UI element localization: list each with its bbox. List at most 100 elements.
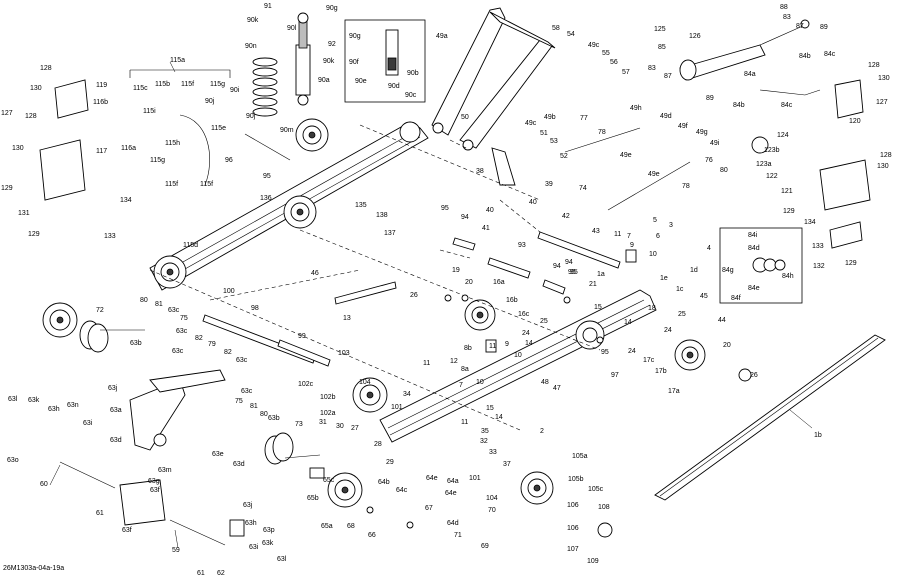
callout: 128	[25, 113, 37, 120]
callout: 49g	[696, 129, 708, 136]
callout: 90g	[349, 33, 361, 40]
small-hardware	[229, 136, 769, 538]
callout: 90c	[405, 92, 417, 99]
callout: 96	[225, 157, 233, 164]
callout: 63c	[241, 388, 253, 395]
callout: 105a	[572, 453, 588, 460]
callout: 63k	[28, 397, 40, 404]
rear-shock-absorber	[679, 19, 810, 81]
callout: 132	[813, 263, 825, 270]
rear-arm	[129, 369, 226, 451]
callout: 41	[482, 225, 490, 232]
callout: 101	[391, 404, 403, 411]
callout: 90f	[349, 59, 359, 66]
callout: 63f	[122, 527, 132, 534]
callout: 60	[40, 481, 48, 488]
callout: 83	[648, 65, 656, 72]
callout: 108	[598, 504, 610, 511]
callout: 20	[465, 279, 473, 286]
callout: 49c	[525, 120, 537, 127]
callout: 7	[627, 233, 631, 240]
callout: 63k	[262, 540, 274, 547]
callout: 67	[425, 505, 433, 512]
callout: 88	[780, 4, 788, 11]
cross-shafts	[59, 127, 691, 546]
callout: 130	[30, 85, 42, 92]
callout: 78	[598, 129, 606, 136]
callout: 115h	[165, 140, 180, 147]
callout: 80	[260, 411, 268, 418]
callout: 115i	[143, 108, 156, 115]
callout: 1d	[690, 267, 698, 274]
callout: 42	[562, 213, 570, 220]
callout: 115f	[200, 181, 213, 188]
callout: 63e	[212, 451, 224, 458]
callout: 115e	[211, 125, 226, 132]
callout: 84c	[781, 102, 793, 109]
callout: 69	[481, 543, 489, 550]
callout: 136	[260, 195, 272, 202]
callout: 35	[481, 428, 489, 435]
callout: 84g	[722, 267, 734, 274]
callout: 63b	[268, 415, 280, 422]
callout: 138	[376, 212, 388, 219]
callout: 17c	[643, 357, 655, 364]
callout: 28	[374, 441, 382, 448]
callout: 63l	[8, 396, 18, 403]
callout: 102a	[320, 410, 336, 417]
idler-wheels	[42, 118, 706, 508]
shock-piston-inset	[719, 227, 803, 304]
callout: 1b	[814, 432, 822, 439]
callout: 8b	[464, 345, 472, 352]
callout: 1c	[676, 286, 684, 293]
callout: 66	[368, 532, 376, 539]
callout: 64e	[445, 490, 457, 497]
callout: 97	[611, 372, 619, 379]
callout-labels: 91 90g 90k 90l 92 90n 90k 90a 90i 90j 90…	[1, 3, 892, 577]
callout: 10	[476, 379, 484, 386]
callout: 125	[654, 26, 666, 33]
callout: 11	[489, 343, 496, 350]
callout: 115f	[181, 81, 194, 88]
callout: 14	[525, 340, 533, 347]
callout: 91	[264, 3, 272, 10]
callout: 16a	[493, 279, 505, 286]
assembly-lines	[149, 124, 601, 431]
callout: 106	[567, 502, 579, 509]
callout: 123b	[764, 147, 780, 154]
callout: 109	[587, 558, 599, 565]
callout: 64b	[378, 479, 390, 486]
callout: 11	[423, 360, 430, 367]
callout: 115d	[183, 242, 198, 249]
callout: 94	[553, 263, 561, 270]
callout: 89	[706, 95, 714, 102]
callout: 50	[461, 114, 469, 121]
left-slide-rail	[149, 121, 429, 291]
callout: 98	[251, 305, 259, 312]
callout: 84h	[782, 273, 794, 280]
callout: 63p	[263, 527, 275, 534]
callout: 90b	[407, 70, 419, 77]
callout: 106	[567, 525, 579, 532]
callout: 102b	[320, 394, 336, 401]
callout: 83	[783, 14, 791, 21]
callout: 77	[580, 115, 588, 122]
callout: 10	[514, 352, 522, 359]
callout: 90e	[355, 78, 367, 85]
callout: 33	[489, 449, 497, 456]
callout: 90k	[247, 17, 259, 24]
callout: 9	[630, 242, 634, 249]
callout: 130	[878, 75, 890, 82]
callout: 63j	[243, 502, 253, 509]
callout: 55	[602, 50, 610, 57]
callout: 63h	[48, 406, 60, 413]
callout: 14	[624, 319, 632, 326]
callout: 90i	[230, 87, 240, 94]
callout: 68	[347, 523, 355, 530]
callout: 74	[579, 185, 587, 192]
callout: 40	[529, 199, 537, 206]
callout: 89	[820, 24, 828, 31]
callout: 115g	[210, 81, 225, 88]
callout: 85	[658, 44, 666, 51]
